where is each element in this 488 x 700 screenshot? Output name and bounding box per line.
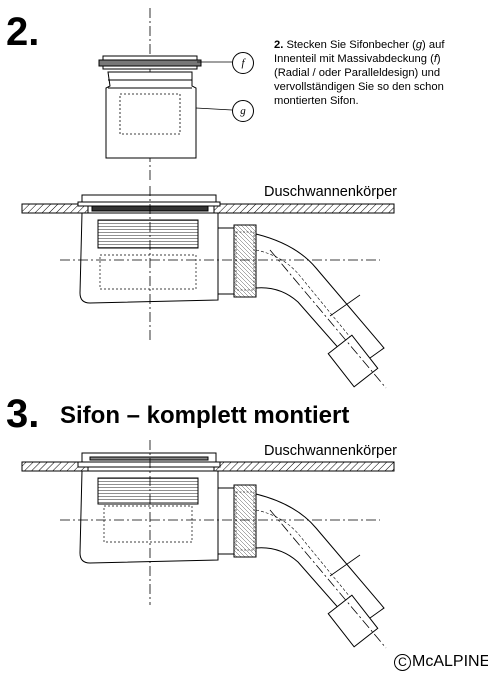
exploded-parts <box>98 8 233 182</box>
instruction-ref-f: f <box>433 53 437 65</box>
callout-g: g <box>232 100 254 122</box>
surface-label-step2: Duschwannenkörper <box>264 184 397 200</box>
callout-f: f <box>232 52 254 74</box>
callout-f-letter: f <box>241 57 245 69</box>
instruction-number: 2. <box>274 39 284 51</box>
step-3-number: 3. <box>6 392 40 436</box>
instruction-text-2: ) auf Innenteil mit Massivabdeckung ( <box>274 39 445 65</box>
step-3-title: Sifon – komplett montiert <box>60 402 350 429</box>
step-2-instruction: 2. Stecken Sie Sifonbecher (g) auf Innen… <box>274 38 479 108</box>
surface-label-step3: Duschwannenkörper <box>264 443 397 459</box>
instruction-text-1: Stecken Sie Sifonbecher ( <box>283 39 416 51</box>
instruction-ref-g: g <box>415 39 423 51</box>
callout-g-letter: g <box>240 105 246 117</box>
brand-symbol: C <box>394 653 411 671</box>
step-2-number: 2. <box>6 10 40 54</box>
siphon-step3 <box>21 440 395 649</box>
brand-name: McALPINE <box>412 653 488 670</box>
instruction-text-3: ) (Radial / oder Paralleldesign) und ver… <box>274 53 444 107</box>
siphon-step2 <box>21 186 395 389</box>
